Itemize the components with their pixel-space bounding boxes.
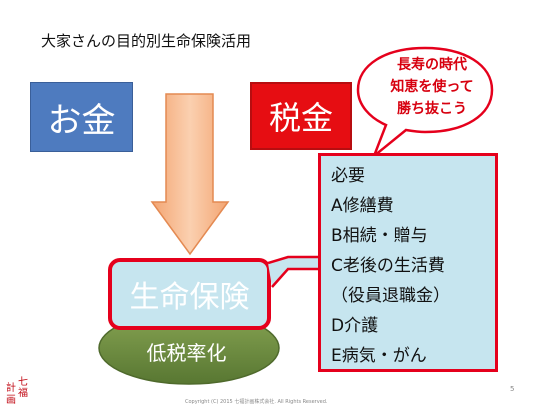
teizei-label: 低税率化 [146, 340, 227, 365]
bubble-line: 長寿の時代 [397, 57, 467, 73]
list-item: D介護 [331, 316, 379, 336]
bubble-text: 長寿の時代 知恵を使って 勝ち抜こう [372, 54, 492, 120]
list-item: （役員退職金） [331, 286, 450, 306]
list-item: A修繕費 [331, 196, 394, 216]
list-item: C老後の生活費 [331, 256, 445, 276]
list-item: B相続・贈与 [331, 226, 428, 246]
seal-char: 福 [18, 388, 28, 399]
list-item: 必要 [331, 166, 365, 186]
page-number: 5 [510, 385, 515, 393]
down-arrow [150, 93, 230, 256]
copyright-footer: Copyright (C) 2015 七福計画株式会社. All Rights … [185, 399, 328, 405]
callout-connector [268, 255, 321, 288]
seal-char: 七 [18, 377, 28, 388]
okane-box: お金 [30, 82, 133, 152]
bubble-line: 知恵を使って [390, 79, 474, 95]
bubble-line: 勝ち抜こう [397, 101, 467, 117]
seal-char: 画 [6, 395, 16, 406]
zeikin-box: 税金 [250, 82, 352, 150]
slide-title: 大家さんの目的別生命保険活用 [41, 32, 252, 50]
hoken-box: 生命保険 [108, 258, 271, 330]
seal-char: 計 [6, 383, 16, 394]
list-item: E病気・がん [331, 346, 427, 366]
needs-list: 必要 A修繕費 B相続・贈与 C老後の生活費 （役員退職金） D介護 E病気・が… [318, 153, 498, 372]
company-seal-logo: 七 福 計 画 [4, 378, 32, 408]
speech-bubble [356, 46, 494, 160]
